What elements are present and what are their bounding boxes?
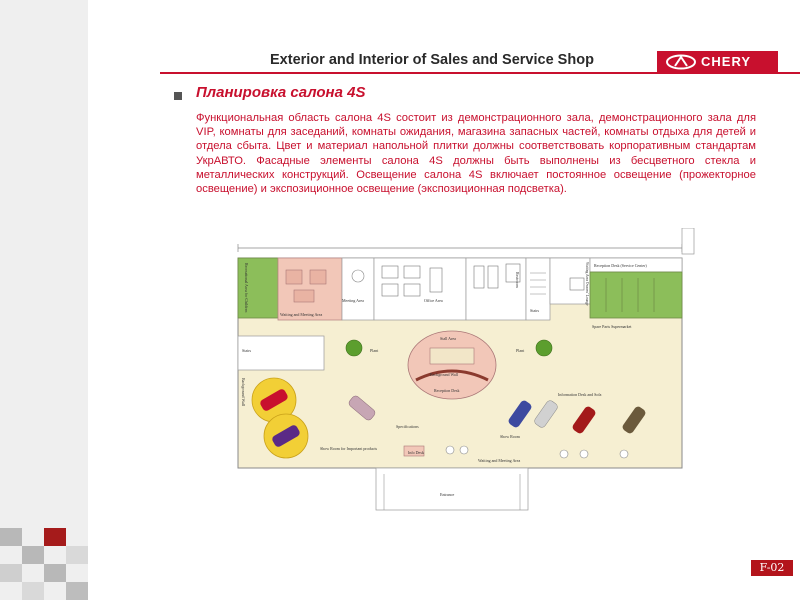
left-decor-strip	[0, 0, 88, 600]
spare-parts-green-area	[589, 271, 683, 319]
owners-lounge-label: Waiting Area Owners' Lounge	[585, 262, 589, 306]
reception-desk-label: Reception Desk	[434, 388, 459, 393]
section-title: Планировка салона 4S	[196, 84, 366, 101]
plant-left-label: Plant	[370, 348, 379, 353]
chery-logo: CHERY	[657, 51, 778, 73]
spare-parts-label: Spare Parts Supermarket	[592, 324, 632, 329]
restroom-label: Restroom	[515, 272, 520, 288]
bullet-square	[174, 92, 182, 100]
background-wall-label: Background Wall	[430, 372, 459, 377]
stall-area-label: Stall Area	[440, 336, 456, 341]
office-area-label: Office Area	[424, 298, 443, 303]
recreational-area	[237, 257, 279, 319]
entrance-area	[375, 467, 529, 511]
header-title: Exterior and Interior of Sales and Servi…	[270, 52, 594, 68]
service-reception-label: Reception Desk (Service Center)	[594, 263, 647, 268]
show-room-important-label: Show Room for Important products	[320, 446, 378, 451]
waiting-meeting-label: Waiting and Meeting Area	[280, 312, 322, 317]
chery-emblem-icon	[666, 54, 696, 70]
meeting-area-label: Meeting Area	[342, 298, 364, 303]
background-wall-left-label: Background Wall	[241, 378, 246, 407]
waiting-meeting-area	[277, 257, 343, 321]
car-blue	[508, 400, 532, 428]
car-silver	[534, 400, 558, 428]
waiting-meeting-bottom-label: Waiting and Meeting Area	[478, 458, 520, 463]
floor-plan: Recreational Area for Children Waiting a…	[237, 228, 695, 511]
plant-right-label: Plant	[516, 348, 525, 353]
car-pink	[348, 395, 376, 421]
entrance-label: Entrance	[440, 492, 454, 497]
stairs-top-label: Stairs	[530, 308, 540, 313]
specifications-label: Specifications	[396, 424, 419, 429]
vip-car-red	[260, 389, 288, 411]
car-brown	[622, 406, 646, 434]
vip-car-purple	[272, 425, 300, 447]
info-desk-sofa-label: Information Desk and Sofa	[558, 392, 602, 397]
plant-left	[345, 339, 363, 357]
page-number-badge: F-02	[751, 560, 793, 576]
plant-right	[535, 339, 553, 357]
logo-text: CHERY	[701, 54, 752, 69]
checker-decor	[0, 528, 88, 600]
header-divider	[160, 72, 800, 74]
show-room-label: Show Room	[500, 434, 521, 439]
recreational-area-label: Recreational Area for Children	[244, 263, 249, 312]
car-red	[572, 406, 596, 434]
body-paragraph: Функциональная область салона 4S состоит…	[196, 112, 756, 196]
stairs-left-label: Stairs	[242, 348, 252, 353]
info-desk-label: Info Desk	[408, 450, 424, 455]
